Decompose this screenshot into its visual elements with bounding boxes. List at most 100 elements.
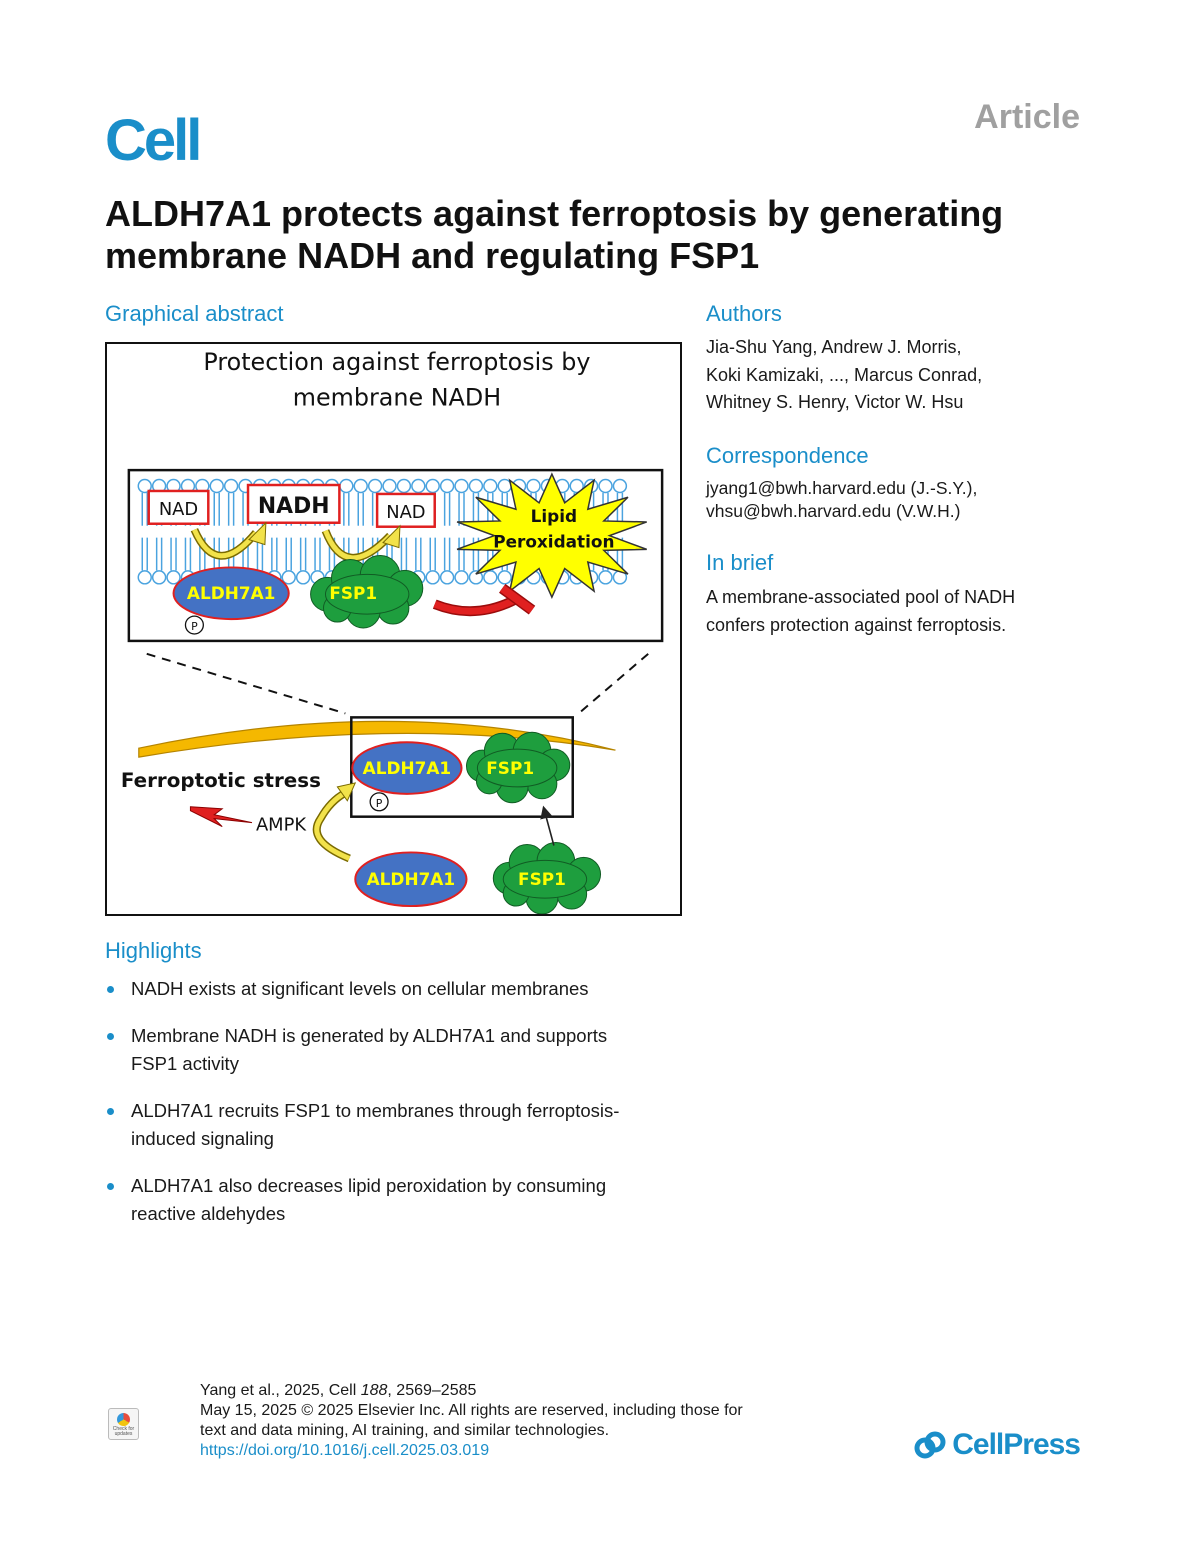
cellpress-wordmark: CellPress bbox=[952, 1428, 1081, 1461]
cell-membrane-arc bbox=[138, 720, 616, 758]
check-for-updates-badge[interactable]: Check for updates bbox=[108, 1408, 139, 1440]
copyright-line-2: text and data mining, AI training, and s… bbox=[200, 1422, 610, 1439]
lipid-head bbox=[223, 478, 239, 494]
copyright-line-1: May 15, 2025 © 2025 Elsevier Inc. All ri… bbox=[200, 1402, 743, 1419]
lipid-head bbox=[526, 478, 541, 494]
highlight-item: Membrane NADH is generated by ALDH7A1 an… bbox=[105, 1022, 685, 1078]
email-vhsu[interactable]: vhsu@bwh.harvard.edu (V.W.H.) bbox=[706, 501, 961, 521]
citation-volume: 188 bbox=[360, 1382, 388, 1399]
zoom-line-left bbox=[146, 652, 346, 715]
lipid-head bbox=[483, 478, 498, 494]
fsp1-cytosolic-cloud bbox=[492, 842, 602, 914]
inhibition-bar bbox=[499, 585, 535, 614]
nadh-to-nad-arrowhead bbox=[382, 524, 401, 549]
check-updates-icon bbox=[117, 1413, 130, 1426]
cellpress-logo: CellPress bbox=[914, 1428, 1081, 1462]
ferroptotic-stress-label: Ferroptotic stress bbox=[121, 769, 321, 792]
nad-box-right bbox=[375, 492, 436, 528]
highlight-text: induced signaling bbox=[131, 1128, 274, 1149]
lipid-head bbox=[281, 570, 296, 585]
authors-line-3: Whitney S. Henry, Victor W. Hsu bbox=[706, 392, 964, 412]
lipid-head bbox=[454, 570, 469, 585]
in-brief-line-1: A membrane-associated pool of NADH bbox=[706, 587, 1016, 607]
citation-prefix: Yang et al., 2025, Cell bbox=[200, 1382, 361, 1399]
nad-box-left bbox=[147, 489, 210, 525]
lipid-head bbox=[353, 478, 368, 494]
lipid-head bbox=[598, 570, 613, 585]
correspondence-heading: Correspondence bbox=[706, 443, 869, 468]
nad-to-nadh-arrow bbox=[192, 528, 258, 559]
doi-link[interactable]: https://doi.org/10.1016/j.cell.2025.03.0… bbox=[200, 1442, 490, 1459]
check-updates-text: Check for updates bbox=[112, 1426, 135, 1437]
lipid-head bbox=[209, 478, 224, 494]
citation-line: Yang et al., 2025, Cell 188, 2569–2585 bbox=[200, 1381, 820, 1401]
ampk-arrowhead bbox=[336, 782, 357, 802]
ampk-arrow bbox=[314, 790, 351, 861]
cell-journal-logo: Cell bbox=[105, 108, 202, 173]
highlight-text: reactive aldehydes bbox=[131, 1203, 286, 1224]
lipid-head bbox=[295, 570, 311, 585]
figure-title-line2: membrane NADH bbox=[293, 384, 501, 412]
lipid-head bbox=[569, 478, 584, 494]
lipid-head bbox=[468, 478, 484, 494]
lipid-head bbox=[439, 478, 455, 494]
lipid-head bbox=[468, 570, 484, 585]
bullet-icon bbox=[107, 986, 114, 993]
citation-footer: Yang et al., 2025, Cell 188, 2569–2585 M… bbox=[200, 1381, 820, 1461]
lipid-head bbox=[166, 570, 181, 585]
aldh7a1-cytosolic-label: ALDH7A1 bbox=[367, 869, 456, 889]
lipid-head bbox=[411, 478, 426, 494]
citation-pages: , 2569–2585 bbox=[387, 1382, 477, 1399]
aldh7a1-membrane-label: ALDH7A1 bbox=[187, 583, 275, 603]
lipid-label: Lipid bbox=[531, 506, 577, 526]
highlight-text: ALDH7A1 recruits FSP1 to membranes throu… bbox=[131, 1100, 620, 1121]
inhibition-arc bbox=[433, 597, 516, 615]
aldh7a1-recruited-ellipse bbox=[351, 741, 463, 795]
cellpress-mark-icon bbox=[914, 1431, 946, 1459]
authors-heading: Authors bbox=[706, 301, 782, 326]
lipid-head bbox=[425, 570, 440, 585]
graphical-abstract-svg: Protection against ferroptosis by membra… bbox=[121, 348, 664, 914]
phospho-marker-lower bbox=[369, 792, 389, 812]
lipid-head bbox=[382, 478, 397, 494]
lipid-peroxidation-burst bbox=[456, 472, 647, 600]
lipid-head bbox=[339, 478, 354, 494]
fsp1-membrane-label: FSP1 bbox=[329, 583, 377, 603]
authors-line-1: Jia-Shu Yang, Andrew J. Morris, bbox=[706, 337, 962, 357]
figure-title-line1: Protection against ferroptosis by bbox=[203, 348, 590, 376]
lipid-head bbox=[439, 570, 455, 585]
lipid-head bbox=[483, 570, 498, 585]
highlight-item: ALDH7A1 also decreases lipid peroxidatio… bbox=[105, 1172, 685, 1228]
highlight-item: NADH exists at significant levels on cel… bbox=[105, 975, 685, 1003]
aldh7a1-membrane-ellipse bbox=[172, 566, 290, 621]
authors-list: Jia-Shu Yang, Andrew J. Morris, Koki Kam… bbox=[706, 334, 982, 417]
lipid-head bbox=[598, 478, 613, 494]
lipid-head bbox=[137, 570, 152, 585]
bullet-icon bbox=[107, 1033, 114, 1040]
peroxidation-label: Peroxidation bbox=[493, 532, 614, 552]
highlights-list: NADH exists at significant levels on cel… bbox=[105, 975, 685, 1247]
nad-to-nadh-arrowhead bbox=[248, 521, 267, 546]
lipid-head bbox=[497, 570, 512, 585]
ampk-label: AMPK bbox=[256, 815, 307, 836]
lipid-head bbox=[137, 478, 152, 494]
nadh-box bbox=[246, 483, 341, 524]
bullet-icon bbox=[107, 1108, 114, 1115]
lipid-head bbox=[425, 478, 440, 494]
graphical-abstract-heading: Graphical abstract bbox=[105, 301, 284, 326]
lipid-head bbox=[151, 570, 167, 585]
nadh-label: NADH bbox=[258, 494, 330, 519]
lipid-head bbox=[612, 478, 628, 494]
phospho-label-inset: P bbox=[191, 620, 198, 633]
article-title: ALDH7A1 protects against ferroptosis by … bbox=[105, 193, 1004, 276]
fsp1-cytosolic-label: FSP1 bbox=[518, 869, 566, 889]
graphical-abstract-figure: Protection against ferroptosis by membra… bbox=[105, 342, 682, 916]
email-jyang[interactable]: jyang1@bwh.harvard.edu (J.-S.Y.), bbox=[706, 478, 978, 498]
in-brief-heading: In brief bbox=[706, 550, 774, 575]
highlight-text: NADH exists at significant levels on cel… bbox=[131, 978, 589, 999]
highlight-item: ALDH7A1 recruits FSP1 to membranes throu… bbox=[105, 1097, 685, 1153]
lightning-bolt-icon bbox=[189, 806, 253, 828]
highlights-heading: Highlights bbox=[105, 938, 202, 963]
authors-line-2: Koki Kamizaki, ..., Marcus Conrad, bbox=[706, 364, 983, 385]
zoom-line-right bbox=[578, 653, 649, 715]
